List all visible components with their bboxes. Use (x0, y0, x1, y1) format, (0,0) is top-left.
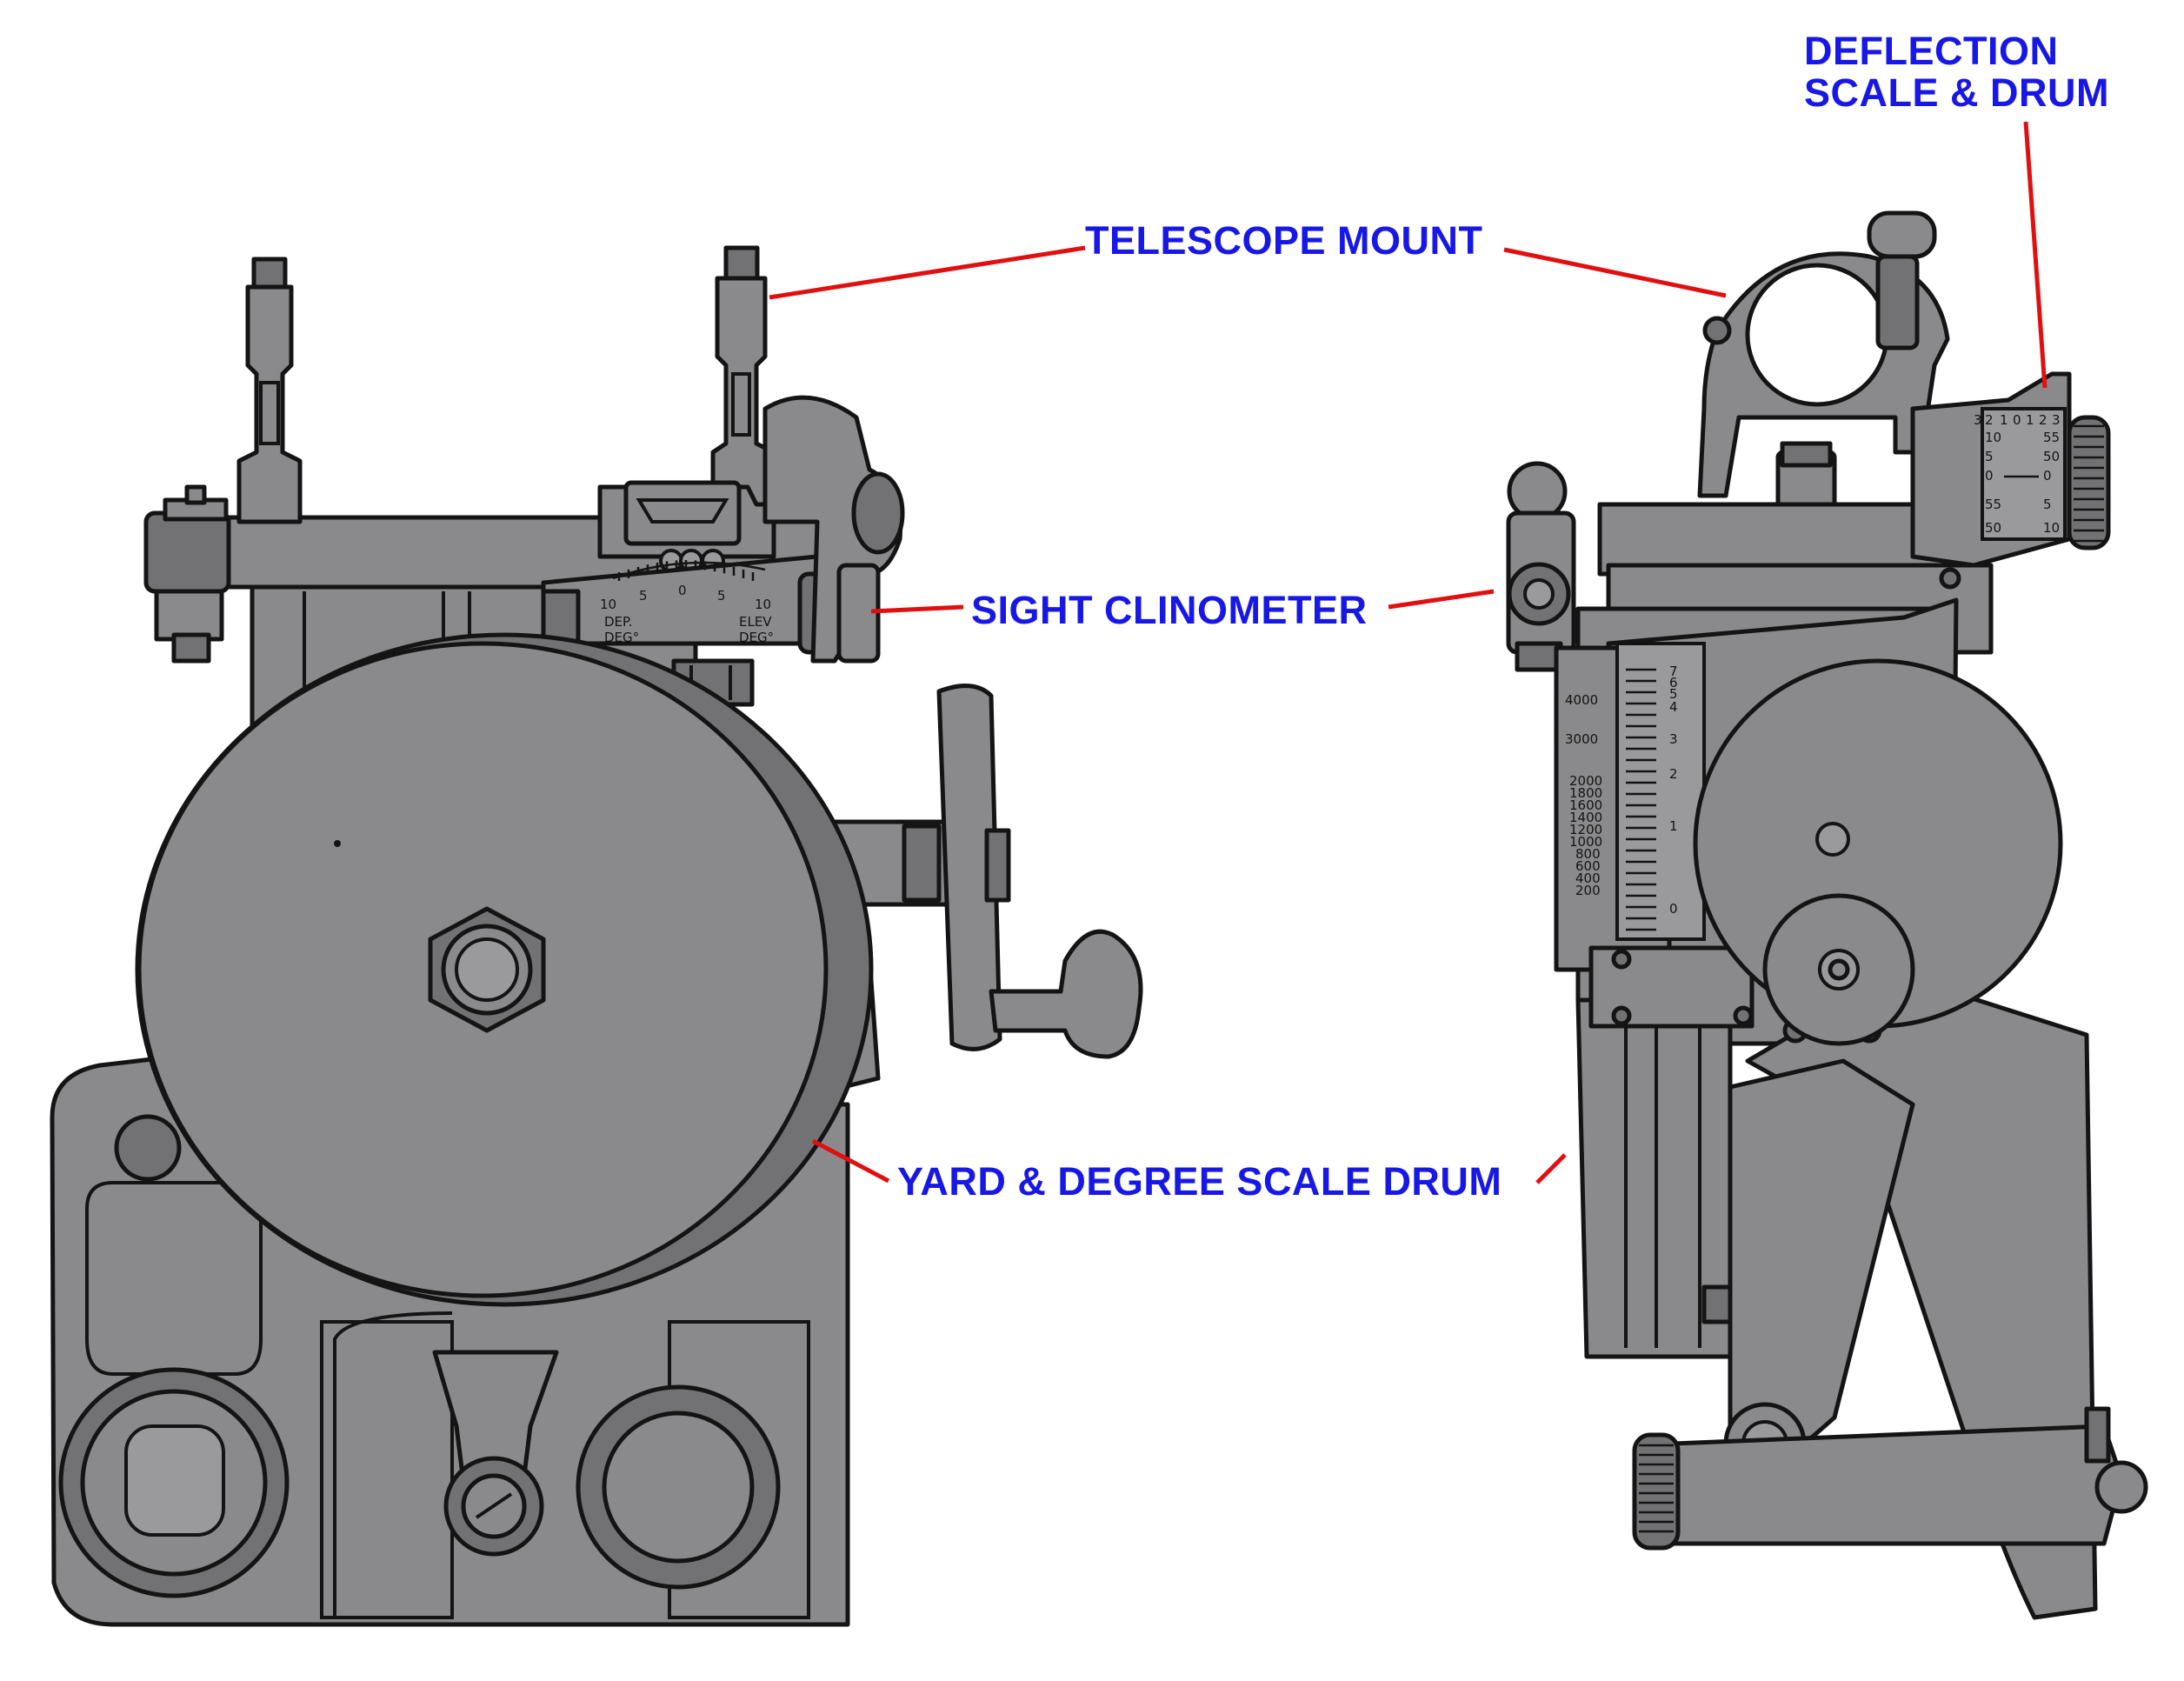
range-degree-label: 3 (1669, 731, 1678, 747)
deflection-top-digit: 3 (2052, 412, 2061, 428)
leader-clino-right (1388, 589, 1495, 610)
deflection-right-mark: 5 (2043, 497, 2052, 512)
range-degree-label: 6 (1669, 675, 1678, 690)
right-knurled-knob (1632, 1432, 1681, 1551)
leader-telescope-left (769, 245, 1086, 300)
deflection-right-mark: 55 (2043, 430, 2060, 445)
range-yard-label: 200 (1575, 883, 1601, 898)
leader-lines (769, 121, 2048, 1184)
right-view-sight: 3 2 1 0 1 2 3 10 5 0 55 50 55 50 0 5 10 … (1506, 210, 2148, 1620)
deflection-left-mark: 50 (1985, 520, 2001, 536)
range-yard-label: 1200 (1569, 822, 1602, 837)
range-yard-label: 1600 (1569, 797, 1602, 813)
deflection-left-mark: 10 (1985, 430, 2001, 445)
clino-tick-label: 0 (678, 583, 687, 598)
range-yard-label: 1400 (1569, 810, 1602, 825)
right-ring-clamp (1875, 254, 1920, 350)
leader-deflection (2023, 121, 2048, 389)
deflection-scale-plate (1981, 407, 2067, 541)
clino-dep-label: DEP. (604, 614, 633, 630)
deflection-right-mark: 50 (2043, 449, 2060, 464)
right-base-bar (1671, 1424, 2124, 1546)
deflection-top-digit: 1 (2026, 412, 2034, 428)
left-post-1 (236, 284, 303, 524)
range-yard-label: 1000 (1569, 834, 1602, 850)
telescope-mount-label: TELESCOPE MOUNT (1085, 218, 1483, 263)
right-clino-knob (1507, 461, 1568, 522)
leader-drum-left (811, 1138, 890, 1184)
yard-degree-drum-label: YARD & DEGREE SCALE DRUM (897, 1159, 1502, 1204)
deflection-scale-label: DEFLECTION SCALE & DRUM (1804, 30, 2109, 114)
deflection-left-mark: 0 (1985, 468, 1994, 484)
range-degree-label: 1 (1669, 818, 1678, 834)
left-handle (989, 929, 1143, 1059)
range-yard-label: 800 (1575, 846, 1601, 862)
deflection-right-mark: 0 (2043, 468, 2052, 484)
range-degree-label: 5 (1669, 686, 1678, 702)
left-view-sight: 10 5 0 5 10 DEP. DEG° ELEV DEG° (50, 245, 1143, 1627)
deflection-left-mark: 55 (1985, 497, 2001, 512)
deflection-top-digit: 3 (1974, 412, 1982, 428)
clino-tick-label: 10 (755, 597, 771, 612)
deflection-label-line2: SCALE & DRUM (1804, 70, 2109, 115)
clino-tick-label: 5 (639, 588, 648, 604)
deflection-right-mark: 10 (2043, 520, 2060, 536)
deflection-top-digit: 2 (2039, 412, 2048, 428)
leader-clino-left (870, 604, 964, 614)
range-degree-label: 7 (1669, 664, 1678, 679)
range-yard-label: 4000 (1565, 692, 1598, 708)
range-degree-label: 0 (1669, 901, 1678, 917)
clino-elev-label: ELEV (739, 614, 772, 630)
clino-tick-label: 5 (717, 588, 726, 604)
deflection-label-line1: DEFLECTION (1804, 29, 2059, 73)
leader-drum-right (1535, 1153, 1567, 1184)
range-yard-label: 1800 (1569, 785, 1602, 801)
deflection-top-digit: 2 (1985, 412, 1994, 428)
range-yard-label: 400 (1575, 871, 1601, 886)
range-degree-label: 4 (1669, 699, 1678, 715)
clino-dep-unit: DEG° (604, 630, 639, 645)
clino-tick-label: 10 (600, 597, 616, 612)
clino-elev-unit: DEG° (739, 630, 774, 645)
range-degree-label: 2 (1669, 766, 1678, 782)
range-yard-label: 600 (1575, 858, 1601, 874)
deflection-top-digit: 1 (2000, 412, 2008, 428)
range-yard-label: 2000 (1569, 773, 1602, 789)
sight-clinometer-label: SIGHT CLINOMETER (971, 588, 1368, 632)
deflection-drum-knurl (2067, 415, 2111, 550)
range-yard-label: 3000 (1565, 731, 1598, 747)
deflection-top-digit: 0 (2013, 412, 2021, 428)
deflection-left-mark: 5 (1985, 449, 1994, 464)
leader-telescope-right (1503, 247, 1727, 298)
